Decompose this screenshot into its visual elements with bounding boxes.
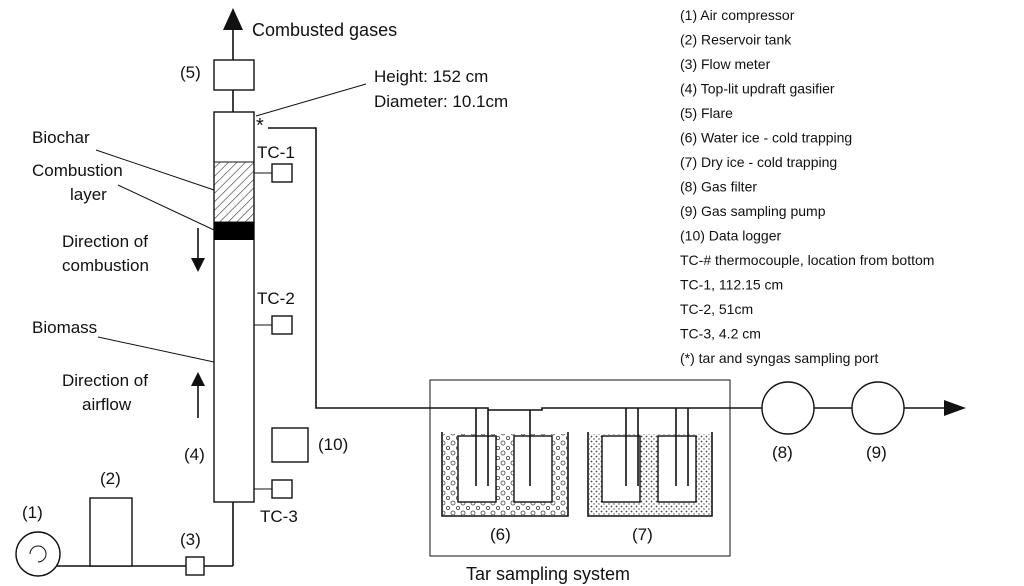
flare-number: (5)	[180, 63, 201, 82]
combustion-direction-arrow	[191, 228, 205, 272]
air-compressor	[15, 531, 61, 577]
legend-item: TC-# thermocouple, location from bottom	[680, 252, 934, 268]
legend-item: (1) Air compressor	[680, 7, 795, 23]
tc1-box	[271, 163, 293, 183]
legend-item: (10) Data logger	[680, 228, 782, 244]
trap-tubing	[434, 407, 762, 486]
legend-item: TC-3, 4.2 cm	[680, 326, 761, 342]
gas-sampling-pump	[851, 381, 905, 435]
gasifier-number: (4)	[184, 445, 205, 464]
reservoir-tank-number: (2)	[100, 469, 121, 488]
legend-item: (3) Flow meter	[680, 56, 771, 72]
legend: (1) Air compressor (2) Reservoir tank (3) …	[680, 7, 934, 366]
direction-combustion-label-2: combustion	[62, 256, 149, 275]
tc3-box	[271, 479, 293, 499]
combustion-layer-label-2: layer	[70, 185, 107, 204]
dry-ice-bath	[587, 432, 713, 517]
gas-filter	[761, 381, 815, 435]
gas-filter-number: (8)	[772, 443, 793, 462]
flow-meter	[185, 556, 205, 576]
legend-item: (9) Gas sampling pump	[680, 203, 826, 219]
airflow-direction-arrow	[191, 372, 205, 418]
biochar-layer	[213, 161, 255, 223]
legend-item: (7) Dry ice - cold trapping	[680, 154, 837, 170]
legend-item: (6) Water ice - cold trapping	[680, 130, 852, 146]
tc1-label: TC-1	[257, 143, 295, 162]
direction-airflow-label-2: airflow	[82, 395, 132, 414]
data-logger-number: (10)	[318, 435, 348, 454]
gas-sampling-pump-number: (9)	[866, 443, 887, 462]
legend-item: TC-2, 51cm	[680, 301, 753, 317]
height-label: Height: 152 cm	[374, 67, 488, 86]
tar-sampling-system-box	[429, 379, 731, 557]
direction-airflow-label-1: Direction of	[62, 371, 148, 390]
biochar-leader	[95, 149, 215, 191]
legend-item: (2) Reservoir tank	[680, 32, 792, 48]
water-ice-bath	[441, 432, 569, 517]
combusted-gases-label: Combusted gases	[252, 20, 397, 40]
outlet-arrow	[904, 400, 966, 416]
flare-box	[213, 59, 255, 91]
sampling-line	[268, 127, 434, 409]
tc3-label: TC-3	[260, 507, 298, 526]
legend-item: (*) tar and syngas sampling port	[680, 350, 879, 366]
legend-item: TC-1, 112.15 cm	[680, 277, 783, 293]
water-ice-number: (6)	[490, 525, 511, 544]
reservoir-tank	[89, 497, 133, 567]
biomass-label: Biomass	[32, 318, 97, 337]
sampling-port-asterisk: *	[256, 115, 264, 137]
data-logger-box	[271, 427, 309, 463]
air-compressor-number: (1)	[22, 503, 43, 522]
flow-meter-number: (3)	[180, 530, 201, 549]
tc2-label: TC-2	[257, 289, 295, 308]
tc2-box	[271, 315, 293, 335]
direction-combustion-label-1: Direction of	[62, 232, 148, 251]
diameter-label: Diameter: 10.1cm	[374, 92, 508, 111]
legend-item: (8) Gas filter	[680, 179, 757, 195]
combustion-layer-label-1: Combustion	[32, 161, 123, 180]
dimension-leader	[255, 83, 367, 117]
combustion-layer	[214, 222, 254, 240]
combustion-leader	[117, 184, 215, 231]
legend-item: (5) Flare	[680, 105, 733, 121]
biochar-label: Biochar	[32, 128, 90, 147]
legend-item: (4) Top-lit updraft gasifier	[680, 81, 835, 97]
tar-sampling-system-label: Tar sampling system	[466, 564, 630, 584]
biomass-leader	[97, 336, 215, 363]
dry-ice-number: (7)	[632, 525, 653, 544]
